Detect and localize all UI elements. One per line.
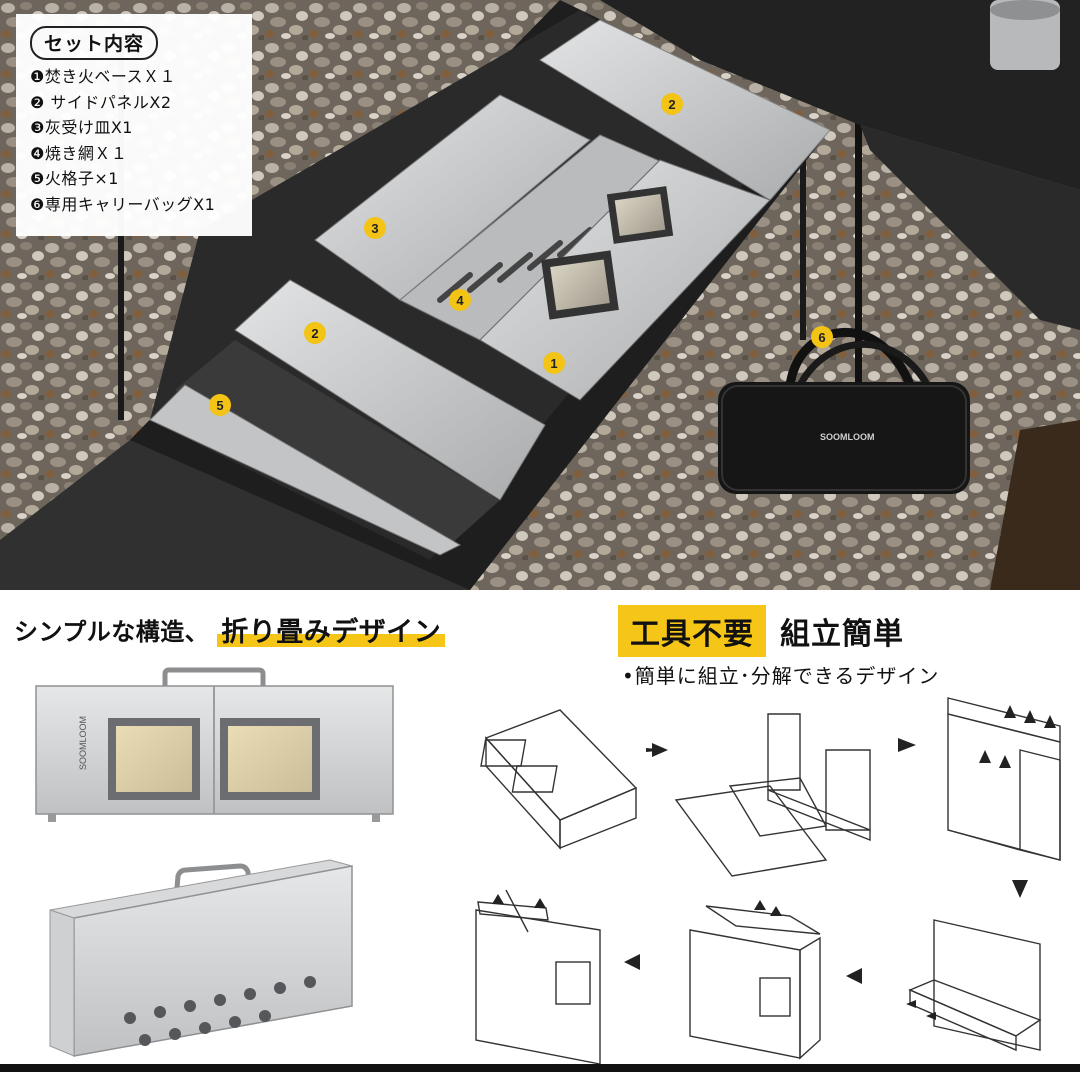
arrow-left-1 [846, 968, 862, 984]
arrow-right-2 [898, 738, 916, 752]
legend-title: セット内容 [30, 26, 159, 60]
unfolded-base-image: SOOMLOOM [35, 667, 394, 822]
assembly-subtitle: •簡単に組立･分解できるデザイン [622, 664, 940, 688]
marker-2-bottom: 2 [304, 322, 326, 344]
no-tools-badge: 工具不要 [618, 605, 766, 657]
assembly-illustrations: SOOMLOOM [35, 667, 1061, 1065]
step-3-diagram [947, 697, 1061, 861]
assembly-steps [475, 697, 1061, 1065]
arrow-down [1012, 880, 1028, 898]
left-heading-highlight-text: 折り畳みデザイン [221, 616, 442, 648]
step-1-diagram [480, 709, 638, 850]
bag-brand-label: SOOMLOOM [820, 432, 875, 442]
legend-item-grate: ❺火格子×1 [30, 169, 119, 188]
step-6-diagram [475, 889, 601, 1065]
arrow-left-2 [624, 954, 640, 970]
easy-assembly-text: 組立簡単 [780, 617, 904, 652]
legend-item-fire-base: ❶焚き火ベースＸ１ [30, 67, 177, 86]
legend-item-grill-net: ❹焼き網Ｘ１ [30, 143, 128, 163]
product-photo: SOOMLOOM セット内容 ❶焚き火ベースＸ１ ❷ サイドパネルX2 ❸灰受け… [0, 0, 1080, 590]
legend-item-side-panel: ❷ サイドパネルX2 [30, 92, 172, 112]
left-heading: シンプルな構造、 折り畳みデザイン [14, 606, 446, 652]
marker-4: 4 [449, 289, 471, 311]
step-4-diagram [908, 919, 1042, 1052]
marker-2-top: 2 [661, 93, 683, 115]
right-heading: 工具不要 組立簡単 [618, 605, 904, 657]
bottom-border [0, 1064, 1080, 1072]
left-heading-highlight: 折り畳みデザイン [217, 610, 446, 649]
folded-box-image [49, 859, 353, 1057]
step-2-diagram [674, 713, 871, 877]
photo-illustration: SOOMLOOM [0, 0, 1080, 590]
marker-5: 5 [209, 394, 231, 416]
legend-item-carry-bag: ❻専用キャリーバッグX1 [30, 194, 216, 214]
marker-1: 1 [543, 352, 565, 374]
marker-6: 6 [811, 326, 833, 348]
legend-item-ash-tray: ❸灰受け皿X1 [30, 118, 133, 137]
left-heading-prefix: シンプルな構造、 [14, 617, 210, 646]
marker-3: 3 [364, 217, 386, 239]
svg-text:SOOMLOOM: SOOMLOOM [78, 716, 88, 770]
contents-legend: セット内容 ❶焚き火ベースＸ１ ❷ サイドパネルX2 ❸灰受け皿X1 ❹焼き網Ｘ… [16, 14, 252, 236]
step-5-diagram [689, 905, 821, 1060]
step-arrows [492, 705, 1056, 1020]
